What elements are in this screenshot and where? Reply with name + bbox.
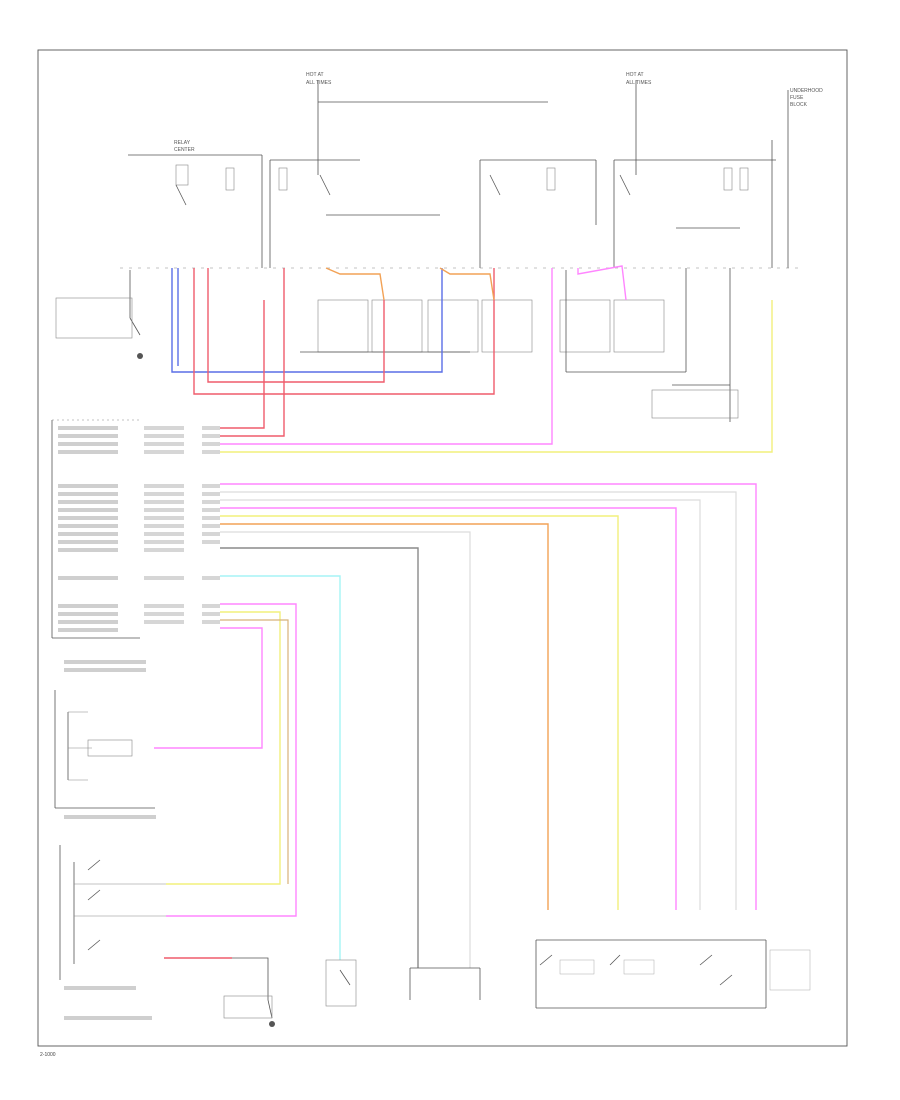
left-ground-element xyxy=(55,270,143,359)
wire-yellow xyxy=(166,300,773,910)
wire-cyan xyxy=(220,575,341,960)
svg-text:FUSE: FUSE xyxy=(790,95,804,101)
instrument-cluster-switch xyxy=(54,660,156,819)
svg-text:RELAY: RELAY xyxy=(174,140,191,146)
wire-pink xyxy=(154,265,757,917)
svg-text:ALL TIMES: ALL TIMES xyxy=(306,80,332,86)
wire-red xyxy=(193,268,495,437)
wire-tan xyxy=(220,619,289,884)
footer-code: 2-1000 xyxy=(40,1052,56,1058)
svg-text:ALL TIMES: ALL TIMES xyxy=(626,80,652,86)
svg-text:CENTER: CENTER xyxy=(174,147,195,153)
svg-text:BLOCK: BLOCK xyxy=(790,102,808,108)
bottom-components xyxy=(325,939,811,1009)
lamp-assemblies xyxy=(300,268,739,422)
ground-wire-bottom xyxy=(164,957,275,1027)
wire-lightgray xyxy=(220,491,737,968)
svg-text:UNDERHOOD: UNDERHOOD xyxy=(790,88,823,94)
wire-orange xyxy=(220,267,549,910)
svg-text:HOT AT: HOT AT xyxy=(306,72,324,78)
diagram-frame xyxy=(37,49,848,1047)
headlamp-switch xyxy=(59,845,166,1020)
svg-text:HOT AT: HOT AT xyxy=(626,72,644,78)
relay-center: HOT AT ALL TIMES HOT AT ALL TIMES RELAY … xyxy=(120,72,823,269)
control-module xyxy=(51,419,220,639)
wire-gray xyxy=(220,547,419,968)
wire-blue xyxy=(171,268,443,373)
